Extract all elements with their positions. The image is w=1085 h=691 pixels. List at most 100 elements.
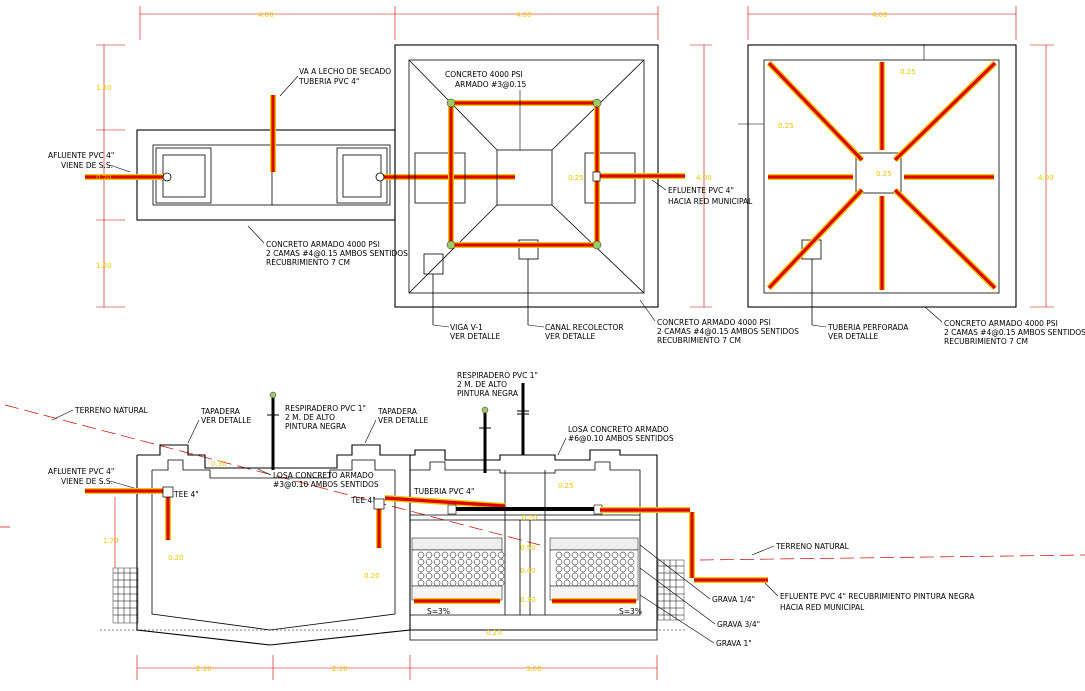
label-concreto-armado-2: CONCRETO ARMADO 4000 PSI: [657, 318, 771, 327]
gravel-stone: [555, 565, 563, 573]
dim-small-2: 0.25: [778, 122, 794, 130]
label-recub-2: RECUBRIMIENTO 7 CM: [657, 336, 741, 345]
gravel-stone: [571, 558, 579, 566]
gravel-stone: [571, 565, 579, 573]
gravel-stone: [611, 558, 619, 566]
plan-septic-tank: [136, 129, 396, 221]
gravel-stone: [417, 565, 425, 573]
gravel-stone: [457, 579, 465, 587]
plan-perforated: [747, 44, 1017, 325]
ground-hatch-left: [100, 567, 360, 631]
gravel-stone: [603, 551, 611, 559]
label-tapadera-1: TAPADERA: [200, 407, 241, 416]
gravel-stone: [587, 551, 595, 559]
gravel-stone: [563, 558, 571, 566]
gravel-stone: [627, 551, 635, 559]
dim-left-3: 1.50: [96, 262, 112, 270]
label-dos-m-1: 2 M. DE ALTO: [285, 413, 335, 422]
gravel-stone: [425, 565, 433, 573]
label-recub-1: RECUBRIMIENTO 7 CM: [266, 258, 350, 267]
gravel-stone: [481, 551, 489, 559]
bottom-dimension-lines: [136, 655, 658, 680]
dim-sec-2: 0.20: [364, 572, 380, 580]
gravel-stone: [457, 565, 465, 573]
gravel-stone: [489, 558, 497, 566]
gravel-stone: [497, 572, 505, 580]
dim-inlet-small: 0.20: [96, 174, 112, 182]
label-efluente-plan: EFLUENTE PVC 4": [668, 186, 734, 195]
label-grava-1: GRAVA 1": [716, 639, 752, 648]
gravel-stone: [603, 572, 611, 580]
dim-sec-1: 0.20: [168, 554, 184, 562]
dim-top-3: 4.00: [872, 11, 888, 19]
gravel-stone: [441, 572, 449, 580]
gravel-stone: [611, 579, 619, 587]
gravel-stone: [457, 558, 465, 566]
gravel-stone: [473, 551, 481, 559]
vent-pipes: [267, 383, 529, 473]
label-concreto-armado-1: CONCRETO ARMADO 4000 PSI: [266, 240, 380, 249]
gravel-stone: [465, 572, 473, 580]
dim-right-1: 4.00: [696, 174, 712, 182]
gravel-stone: [555, 572, 563, 580]
gravel-stone: [587, 558, 595, 566]
gravel-stone: [433, 558, 441, 566]
gravel-stone: [571, 579, 579, 587]
label-camas-1: 2 CAMAS #4@0.15 AMBOS SENTIDOS: [266, 249, 408, 258]
dim-sec-4: 0.50: [520, 544, 536, 552]
gravel-stone: [595, 551, 603, 559]
right-dimension-lines: [690, 44, 1054, 308]
gravel-stone: [571, 551, 579, 559]
label-tapadera-2: TAPADERA: [377, 407, 418, 416]
gravel-stone: [627, 558, 635, 566]
label-ver-detalle-a: VER DETALLE: [201, 416, 251, 425]
label-grava-14: GRAVA 1/4": [712, 595, 755, 604]
gravel-stone: [425, 579, 433, 587]
dim-top-2: 4.00: [516, 11, 532, 19]
gravel-stone: [627, 565, 635, 573]
top-dimension-lines: [139, 6, 1017, 40]
gravel-stone: [481, 565, 489, 573]
gravel-stone: [465, 579, 473, 587]
label-canal: CANAL RECOLECTOR: [545, 323, 624, 332]
gravel-stone: [417, 551, 425, 559]
label-armado-losa-1: #6@0.10 AMBOS SENTIDOS: [568, 434, 674, 443]
gravel-beds: [411, 537, 639, 601]
label-efluente-section: EFLUENTE PVC 4" RECUBRIMIENTO PINTURA NE…: [780, 592, 975, 601]
gravel-stone: [579, 572, 587, 580]
section-filter: [409, 449, 658, 641]
gravel-stone: [619, 565, 627, 573]
gravel-stone: [457, 551, 465, 559]
gravel-stone: [441, 579, 449, 587]
gravel-stone: [603, 558, 611, 566]
label-hacia-red-plan: HACIA RED MUNICIPAL: [668, 197, 753, 206]
gravel-stone: [473, 572, 481, 580]
gravel-stone: [587, 565, 595, 573]
gravel-stone: [449, 572, 457, 580]
label-ver-detalle-2: VER DETALLE: [545, 332, 595, 341]
gravel-stone: [441, 565, 449, 573]
terrain-line: [0, 404, 1085, 561]
gravel-stone: [481, 572, 489, 580]
dim-sec-9: 0.25: [558, 482, 574, 490]
label-afluente-plan: AFLUENTE PVC 4": [48, 151, 114, 160]
dim-sec-6: 0.30: [520, 596, 536, 604]
gravel-stone: [579, 579, 587, 587]
gravel-stone: [619, 572, 627, 580]
label-terreno-1: TERRENO NATURAL: [74, 406, 149, 415]
dim-filter-small: 0.25: [568, 174, 584, 182]
dim-sec-10: 0.20: [486, 629, 502, 637]
gravel-stone: [473, 579, 481, 587]
gravel-stone: [449, 551, 457, 559]
label-losa-1: LOSA CONCRETO ARMADO: [568, 425, 669, 434]
gravel-stone: [563, 579, 571, 587]
gravel-stone: [555, 579, 563, 587]
perforated-pipes-star: [766, 60, 998, 291]
gravel-stone: [441, 551, 449, 559]
pipe-connector-plan: [375, 172, 515, 182]
gravel-stone: [603, 579, 611, 587]
gravel-stone: [449, 565, 457, 573]
gravel-stone: [489, 551, 497, 559]
label-tuberia-section: TUBERIA PVC 4": [413, 487, 474, 496]
